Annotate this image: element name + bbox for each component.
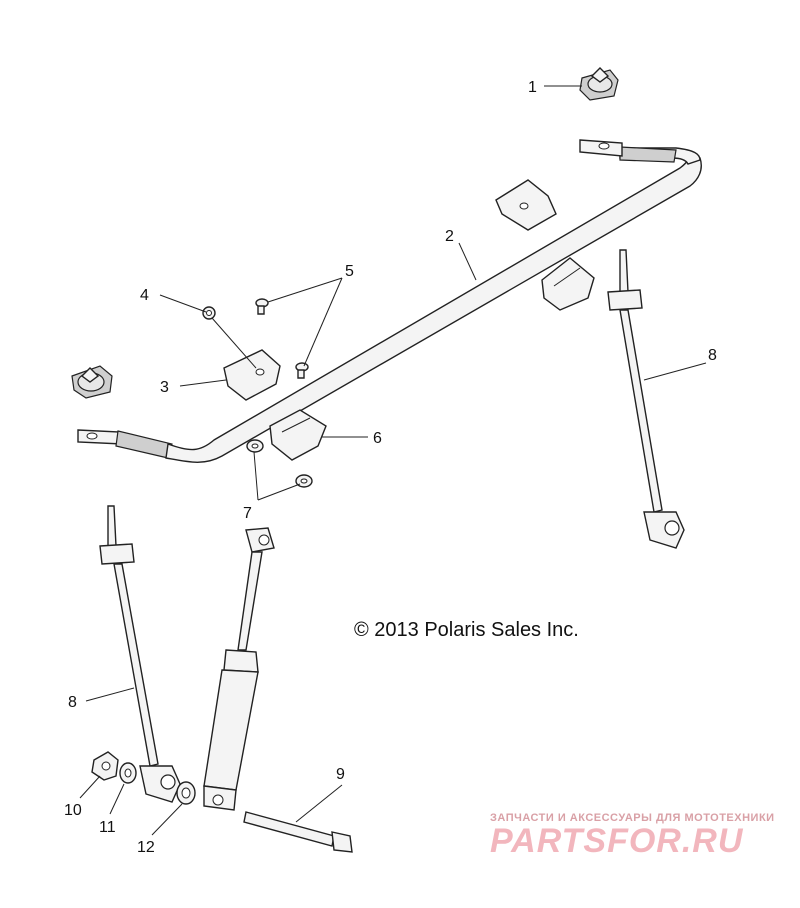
watermark-tagline: ЗАПЧАСТИ И АКСЕССУАРЫ ДЛЯ МОТОТЕХНИКИ [490,812,775,824]
callout-1: 1 [528,79,537,96]
callout-9: 9 [336,766,345,783]
callout-11: 11 [99,819,116,836]
bracket-clamp-upper [495,179,557,231]
copyright-notice: © 2013 Polaris Sales Inc. [354,619,579,641]
spacer-12 [176,781,196,805]
stabilizer-bar [77,139,702,463]
bracket-clamp-left [223,349,281,401]
bolt-long [243,811,353,853]
watermark-brand: PARTSFOR.RU [490,822,744,860]
bushing-upper [579,67,619,101]
screw-b [295,362,309,379]
callout-10: 10 [64,802,82,819]
link-rod-left [99,505,181,803]
screw-a [255,298,269,315]
washer-11 [119,762,137,784]
washer-a [246,439,264,453]
shock-absorber [203,527,275,811]
callout-12: 12 [137,839,155,856]
callout-8-left: 8 [68,694,77,711]
flange-nut [91,751,119,781]
bushing-half-center [269,409,327,461]
callout-4: 4 [140,287,149,304]
callout-3: 3 [160,379,169,396]
leader-lines [79,85,707,836]
link-rod-right [607,249,685,549]
callout-6: 6 [373,430,382,447]
callout-8-right: 8 [708,347,717,364]
nut-small [202,306,216,320]
callout-7: 7 [243,505,252,522]
bushing-half-right [541,257,595,311]
callout-2: 2 [445,228,454,245]
bushing-left [71,365,113,399]
washer-b [295,474,313,488]
callout-5: 5 [345,263,354,280]
